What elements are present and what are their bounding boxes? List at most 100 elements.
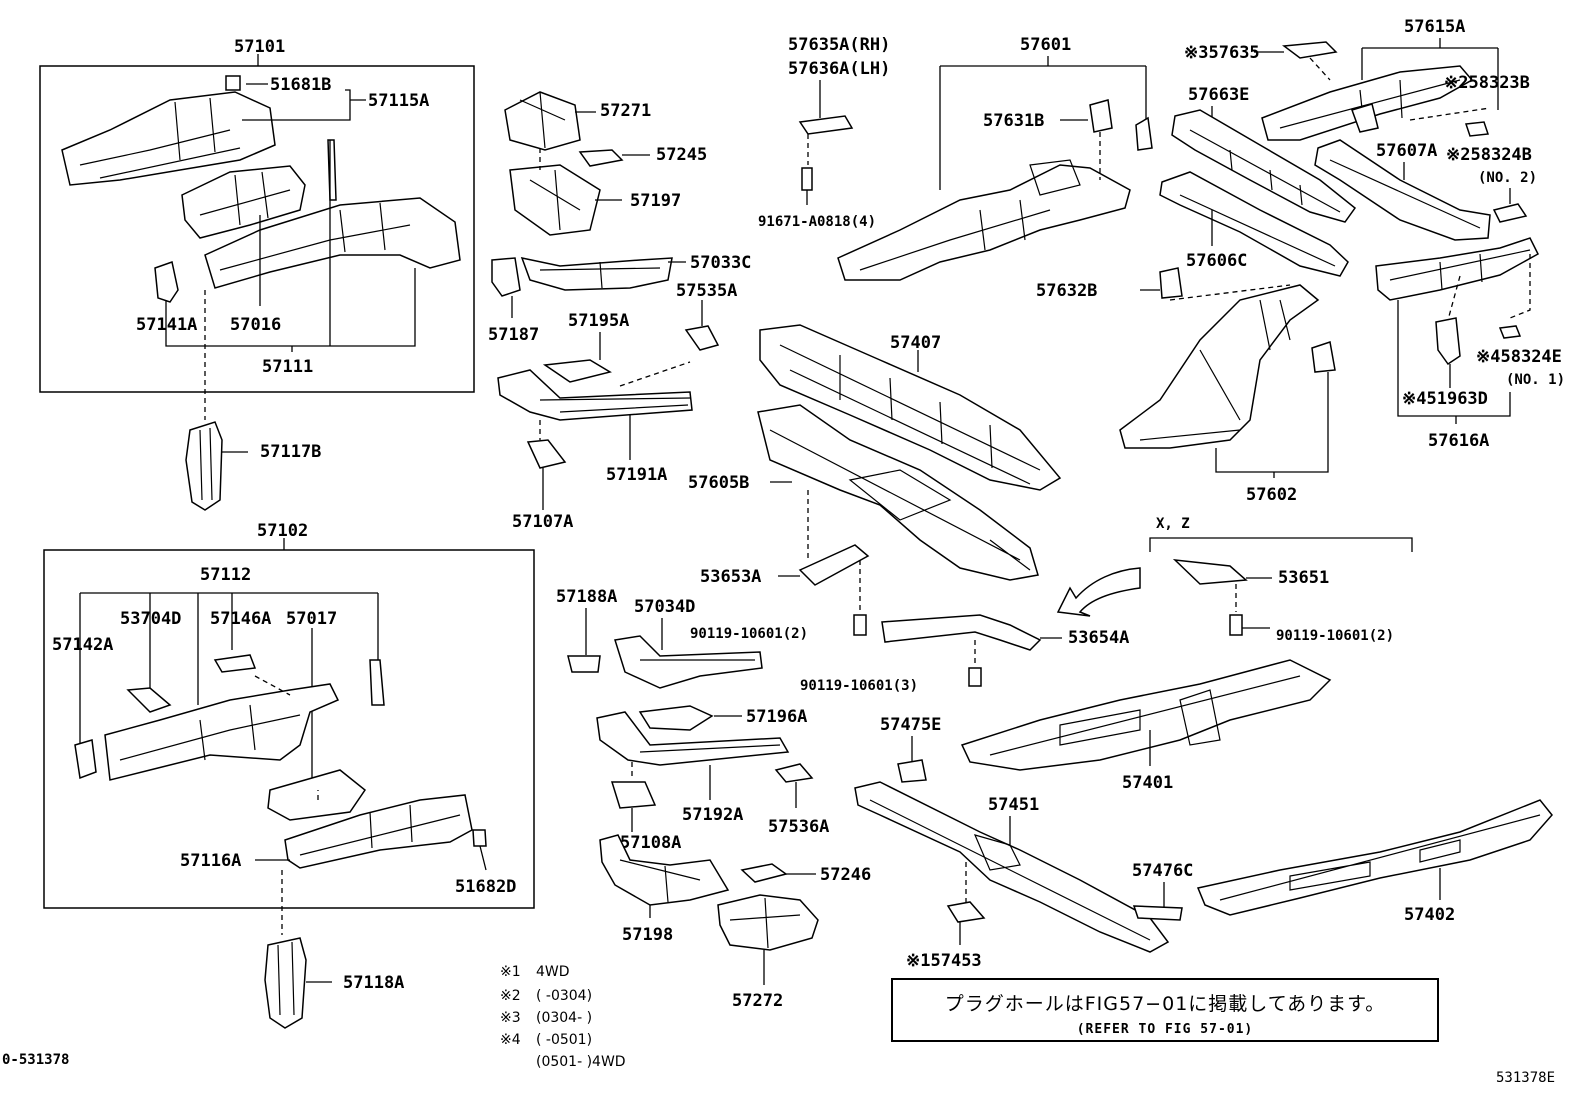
- part-57111-shape: [204, 197, 461, 289]
- part-label: 57535A: [676, 281, 737, 301]
- part-57632B-shape: [1159, 267, 1183, 299]
- part-label: ※357635: [1184, 43, 1260, 63]
- part-label: 57401: [1122, 773, 1173, 793]
- part-57115A-shape: [61, 91, 276, 186]
- part-label: 57475E: [880, 715, 941, 735]
- notice-english: (REFER TO FIG 57-01): [1076, 1022, 1254, 1037]
- bolt-shape: [968, 667, 982, 687]
- direction-arrow: [1056, 567, 1141, 617]
- footnote-text: ( -0304): [536, 988, 592, 1004]
- footnote-text: (0304- ): [536, 1010, 592, 1026]
- part-label: 90119-10601(2): [1276, 628, 1394, 644]
- part-label: 91671-A0818(4): [758, 214, 876, 230]
- footnote-text: (0501- )4WD: [536, 1054, 626, 1070]
- bolt-shape: [1229, 614, 1243, 636]
- part-57117B-shape: [185, 421, 223, 511]
- part-label: 57402: [1404, 905, 1455, 925]
- part-57615A-shape: [1261, 65, 1474, 141]
- part-label: 57192A: [682, 805, 743, 825]
- part-57476C-shape: [1132, 905, 1183, 921]
- part-label: 57476C: [1132, 861, 1193, 881]
- part-label: 53651: [1278, 568, 1329, 588]
- part-label: 57635A(RH): [788, 35, 890, 55]
- part-57475E-shape: [897, 759, 927, 783]
- part-57272-shape: [717, 894, 819, 951]
- group-57101: 57101 51681B 57115A 57141A 57016 57111 5…: [39, 37, 475, 511]
- part-57198-shape: [599, 834, 730, 906]
- part-57453-shape: [946, 901, 986, 923]
- group-center-top: 57635A(RH) 57636A(LH) 91671-A0818(4) 576…: [758, 35, 1153, 281]
- part-label: 57245: [656, 145, 707, 165]
- group-center-main: 57407 57605B 53653A 90119-10601(2) 53654…: [688, 324, 1141, 694]
- part-label: 57616A: [1428, 431, 1489, 451]
- part-58324E-shape: [1498, 325, 1522, 339]
- refer-notice-box: プラグホールはFIG57−01に掲載してあります。 (REFER TO FIG …: [891, 978, 1439, 1042]
- figure-code-right: 531378E: [1496, 1070, 1555, 1086]
- part-label: 57117B: [260, 442, 321, 462]
- part-57607A-shape: [1314, 139, 1491, 241]
- part-label: 57451: [988, 795, 1039, 815]
- part-57601-shape: [837, 164, 1131, 281]
- part-label: ※258323B: [1444, 73, 1530, 93]
- part-label: 57606C: [1186, 251, 1247, 271]
- part-label: 57141A: [136, 315, 197, 335]
- part-label: 57407: [890, 333, 941, 353]
- part-53704D-shape: [126, 687, 172, 713]
- group-box-57101: [39, 65, 475, 393]
- group-57102: 57102 57112 53704D 57146A 57017 57142A 5…: [43, 521, 535, 1029]
- part-57191A-shape: [497, 369, 693, 421]
- part-label: 57034D: [634, 597, 695, 617]
- notice-japanese: プラグホールはFIG57−01に掲載してあります。: [944, 993, 1386, 1015]
- part-label: 57187: [488, 325, 539, 345]
- part-label: ※157453: [906, 951, 982, 971]
- part-57016-shape: [181, 165, 306, 239]
- part-label: 57102: [257, 521, 308, 541]
- part-label: X, Z: [1156, 516, 1190, 532]
- group-right-top: ※357635 57615A ※258323B 57663E 57607A ※2…: [1036, 17, 1565, 505]
- part-label: 57198: [622, 925, 673, 945]
- part-57188A-shape: [567, 655, 601, 673]
- part-51681B-shape: [225, 75, 241, 91]
- group-center-bottom-left: 57188A 57034D 57196A 57192A 57536A 57108…: [500, 587, 871, 1070]
- part-label: 51682D: [455, 877, 516, 897]
- part-57118A-shape: [264, 937, 307, 1029]
- part-label: 57602: [1246, 485, 1297, 505]
- part-label: 90119-10601(2): [690, 626, 808, 642]
- part-bracket-shape: [1351, 103, 1379, 133]
- part-57602-shape: [1119, 284, 1320, 449]
- part-57034D-shape: [614, 635, 763, 689]
- part-label: (NO. 2): [1478, 170, 1537, 186]
- part-53653A-shape: [798, 544, 870, 586]
- part-58323B-shape: [1464, 121, 1490, 137]
- part-label: 57663E: [1188, 85, 1249, 105]
- part-53651-shape: [1172, 559, 1248, 585]
- part-label: 57195A: [568, 311, 629, 331]
- part-label: 57615A: [1404, 17, 1465, 37]
- part-label: 57111: [262, 357, 313, 377]
- part-bracket-shape: [327, 139, 337, 201]
- part-51682D-shape: [472, 829, 487, 847]
- part-label: (NO. 1): [1506, 372, 1565, 388]
- part-label: 57536A: [768, 817, 829, 837]
- part-label: 57272: [732, 991, 783, 1011]
- part-57108A-shape: [610, 781, 657, 809]
- part-57196A-shape: [638, 705, 714, 731]
- footnotes: ※1 4WD ※2 ( -0304) ※3 (0304- ) ※4 ( -050…: [500, 964, 626, 1070]
- part-label: 53654A: [1068, 628, 1129, 648]
- group-right-bottom: X, Z 53651 90119-10601(2) 57401 57475E 5…: [854, 516, 1553, 971]
- part-51963D-shape: [1435, 317, 1461, 366]
- part-label: 57101: [234, 37, 285, 57]
- part-label: 57196A: [746, 707, 807, 727]
- part-57141A-shape: [154, 261, 179, 303]
- part-57195A-shape: [542, 359, 612, 383]
- part-bracket-shape: [1311, 341, 1336, 373]
- part-label: 57605B: [688, 473, 749, 493]
- part-53654A-shape: [881, 614, 1042, 651]
- group-center-left: 57271 57245 57197 57033C 57187 57195A 57…: [488, 91, 751, 532]
- part-57146A-shape: [213, 654, 257, 673]
- part-57033C-shape: [520, 256, 673, 291]
- part-label: 57017: [286, 609, 337, 629]
- part-label: 57107A: [512, 512, 573, 532]
- part-57635-shape: [1281, 41, 1338, 59]
